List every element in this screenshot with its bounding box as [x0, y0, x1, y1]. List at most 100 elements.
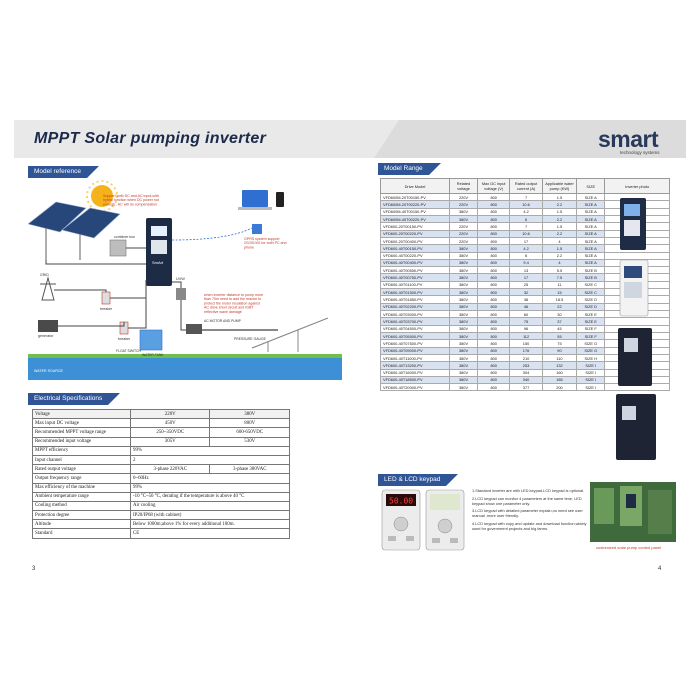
- range-cell: SIZE I: [576, 361, 606, 370]
- spec-label: MPPT efficiency: [32, 445, 131, 456]
- range-cell: 340: [509, 375, 543, 385]
- range-cell: SIZE A: [576, 244, 606, 253]
- range-cell: SIZE A: [576, 251, 606, 260]
- range-cell: 13: [509, 266, 543, 275]
- range-cell: 380V: [448, 331, 479, 341]
- spec-value: 3-phase 220VAC: [129, 464, 211, 475]
- range-cell: 6: [509, 214, 543, 224]
- range-cell: 1.5: [541, 244, 578, 253]
- range-cell: 220V: [448, 200, 479, 209]
- drive-model-cell: VFD600-40T09000-PV: [380, 346, 450, 355]
- range-cell: 380V: [448, 207, 479, 216]
- range-cell: SIZE I: [576, 383, 606, 392]
- model-range-tab: Model Range: [378, 163, 441, 175]
- drive-model-cell: VFD600-40T11000-PV: [380, 353, 450, 363]
- range-cell: 380V: [448, 288, 479, 297]
- range-cell: 800: [477, 353, 511, 363]
- spec-value: 2: [130, 454, 290, 466]
- range-cell: 380V: [448, 258, 479, 268]
- range-cell: SIZE A: [576, 236, 606, 246]
- range-cell: 800: [477, 302, 511, 312]
- drive-model-cell: VFD600M-40T00150-PV: [380, 207, 450, 216]
- range-cell: 4.2: [509, 244, 543, 253]
- spec-value: 99%: [130, 482, 290, 493]
- range-cell: 800: [477, 324, 511, 333]
- brand-logo: smart: [598, 126, 659, 152]
- range-cell: SIZE A: [576, 258, 606, 268]
- drive-model-cell: VFD600-40T00750-PV: [380, 273, 450, 282]
- range-cell: 800: [477, 317, 511, 326]
- keypad-images: 50.00: [381, 489, 465, 551]
- range-cell: 38: [509, 295, 543, 304]
- breaker-label-1: breaker: [100, 307, 113, 311]
- range-cell: 800: [477, 266, 511, 275]
- inverter-photo-small: [620, 198, 646, 250]
- drive-model-cell: VFD600-40T20000-PV: [380, 383, 450, 392]
- control-panel-photo: [590, 482, 676, 542]
- range-column-header: Related voltage: [448, 178, 479, 194]
- range-cell: 800: [477, 192, 511, 202]
- range-cell: 25: [509, 280, 543, 290]
- solar-panel-icon: [28, 201, 121, 260]
- range-cell: 75: [541, 339, 578, 348]
- range-cell: SIZE F: [576, 331, 606, 341]
- breaker-icon: [101, 291, 111, 305]
- range-cell: 7: [509, 192, 543, 202]
- range-column-header: Max DC input voltage (V): [477, 178, 511, 194]
- range-cell: 132: [541, 361, 578, 370]
- range-cell: 800: [477, 258, 511, 268]
- range-cell: 10.6: [509, 200, 543, 209]
- range-cell: 377: [509, 383, 543, 392]
- drive-model-cell: VFD600-40T00150-PV: [380, 244, 450, 253]
- drive-model-cell: VFD600-40T04500-PV: [380, 324, 450, 333]
- drive-model-cell: VFD600-40T05500-PV: [380, 331, 450, 341]
- spec-value: IP20/IP68 (with cabinet): [130, 510, 290, 521]
- water-source: [28, 358, 342, 380]
- range-cell: 60: [509, 309, 543, 319]
- drive-model-cell: VFD600M-40T00220-PV: [380, 214, 450, 224]
- spec-value: Below 1000m;above 1% for every additiona…: [130, 519, 290, 530]
- range-cell: SIZE A: [576, 229, 606, 238]
- range-cell: 18.5: [541, 295, 578, 304]
- electrical-specs-tab: Electrical Specifications: [28, 393, 121, 405]
- spec-value: 220V: [129, 408, 211, 420]
- range-cell: SIZE H: [576, 353, 606, 363]
- range-cell: SIZE A: [576, 207, 606, 216]
- range-cell: 380V: [448, 375, 479, 385]
- range-cell: SIZE A: [576, 222, 606, 231]
- range-cell: 800: [477, 383, 511, 392]
- range-cell: SIZE A: [576, 200, 606, 209]
- range-column-header: Applicable water pump (KW): [541, 178, 578, 194]
- range-cell: SIZE B: [576, 266, 606, 275]
- laptop-icon: [238, 190, 272, 210]
- keypad-note: 1.Standard inverter are with LED keypad,…: [472, 488, 585, 493]
- model-reference-tab: Model reference: [28, 166, 99, 178]
- range-cell: 7.5: [541, 273, 578, 282]
- range-cell: 15: [541, 288, 578, 297]
- range-cell: SIZE D: [576, 295, 606, 304]
- spec-label: Standard: [32, 528, 131, 539]
- spec-value: 600-650VDC: [209, 427, 290, 438]
- range-cell: 380V: [448, 368, 479, 377]
- range-cell: 800: [477, 309, 511, 319]
- page-number-left: 3: [32, 566, 36, 572]
- led-keypad-icon: 50.00: [381, 489, 421, 551]
- spec-value: 0~60Hz: [130, 473, 290, 484]
- range-cell: 176: [509, 346, 543, 355]
- range-cell: 2.2: [541, 214, 578, 224]
- range-cell: 150: [509, 339, 543, 348]
- range-cell: 800: [477, 207, 511, 216]
- spec-label: Max input DC voltage: [32, 418, 131, 429]
- range-cell: 1.5: [541, 222, 578, 231]
- drive-model-cell: VFD600-20T00150-PV: [380, 222, 450, 231]
- drive-model-cell: VFD600-40T13200-PV: [380, 361, 450, 370]
- range-cell: 304: [509, 368, 543, 377]
- drive-model-cell: VFD600-40T01850-PV: [380, 295, 450, 304]
